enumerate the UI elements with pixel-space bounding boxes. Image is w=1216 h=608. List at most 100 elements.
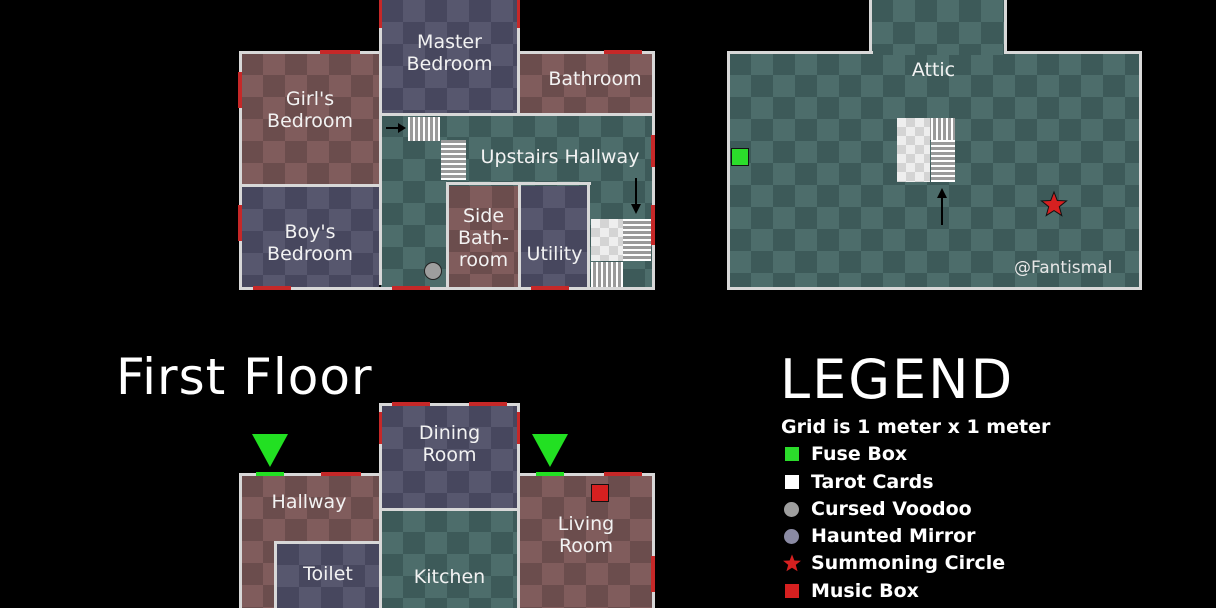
boys-bedroom — [241, 187, 379, 288]
side-door — [536, 472, 564, 476]
window — [379, 412, 382, 444]
wall — [1004, 51, 1142, 54]
wall — [587, 182, 590, 288]
window — [517, 0, 520, 28]
wall — [727, 51, 730, 290]
dining-room — [381, 405, 518, 508]
wall — [381, 508, 518, 511]
room-label-kitchen: Kitchen — [413, 566, 486, 588]
wall — [727, 51, 873, 54]
side-bathroom — [448, 186, 519, 288]
summoning-circle-legend-icon — [783, 554, 801, 572]
wall — [652, 51, 655, 290]
legend-item-label: Summoning Circle — [811, 552, 1006, 574]
fuse-box-icon — [731, 148, 749, 166]
stairs-landing — [591, 219, 623, 261]
attic-room-upper — [871, 0, 1006, 55]
wall — [727, 287, 1142, 290]
wall — [1139, 51, 1142, 290]
bathroom — [520, 53, 652, 113]
window — [604, 472, 642, 476]
summoning-circle-icon — [1040, 190, 1068, 217]
window — [651, 556, 655, 592]
stairs-arrow-icon — [386, 123, 406, 133]
stairs — [408, 117, 440, 141]
wall — [869, 0, 872, 54]
window — [321, 472, 361, 476]
legend-item-label: Haunted Mirror — [811, 525, 976, 547]
legend-item-label: Tarot Cards — [811, 471, 934, 493]
window — [469, 402, 507, 406]
wall — [239, 287, 655, 290]
room-label-boys-bedroom: Boy's Bedroom — [267, 221, 353, 265]
stairs-landing — [897, 118, 930, 182]
room-label-master-bedroom: Master Bedroom — [406, 31, 493, 75]
front-door — [256, 472, 284, 476]
entrance-marker-icon — [252, 434, 288, 467]
wall — [446, 182, 449, 288]
window — [253, 286, 291, 290]
stairs — [441, 140, 466, 180]
utility — [521, 186, 588, 288]
room-label-bathroom: Bathroom — [548, 68, 642, 90]
author-credit: @Fantismal — [1014, 258, 1113, 278]
wall — [379, 0, 382, 285]
room-label-attic: Attic — [911, 59, 956, 81]
room-label-side-bathroom: Side Bath- room — [457, 205, 510, 271]
legend-item-label: Fuse Box — [811, 443, 908, 465]
fuse-box-legend-icon — [785, 447, 799, 461]
wall — [274, 541, 277, 608]
legend-title: LEGEND — [780, 348, 1015, 411]
window — [651, 135, 655, 167]
window — [392, 402, 430, 406]
window — [379, 0, 382, 28]
toilet — [277, 543, 379, 608]
wall — [239, 51, 242, 290]
window — [604, 50, 642, 54]
cursed-voodoo-icon — [424, 262, 442, 280]
legend-item-label: Cursed Voodoo — [811, 498, 972, 520]
stairs-arrow-icon — [937, 188, 947, 225]
window — [651, 205, 655, 245]
room-label-girls-bedroom: Girl's Bedroom — [267, 88, 353, 132]
wall — [517, 403, 520, 608]
music-box-icon — [591, 484, 609, 502]
wall — [518, 182, 521, 288]
room-label-dining-room: Dining Room — [418, 422, 481, 466]
room-label-upstairs-hallway: Upstairs Hallway — [480, 146, 640, 168]
wall — [379, 403, 382, 608]
wall — [239, 184, 381, 187]
wall — [517, 0, 520, 116]
stairs — [931, 140, 955, 182]
girls-bedroom — [241, 53, 379, 185]
tarot-cards-legend-icon — [785, 475, 799, 489]
wall — [1004, 0, 1007, 54]
window — [320, 50, 360, 54]
kitchen — [381, 510, 518, 608]
master-bedroom — [381, 0, 518, 113]
entrance-marker-icon — [532, 434, 568, 467]
music-box-legend-icon — [785, 584, 799, 598]
wall — [239, 473, 382, 476]
first-floor-title: First Floor — [116, 348, 373, 406]
legend-item-label: Music Box — [811, 580, 919, 602]
wall — [274, 541, 381, 544]
wall — [518, 473, 655, 476]
wall — [381, 113, 652, 116]
window — [517, 412, 520, 444]
window — [238, 72, 242, 108]
wall — [518, 51, 654, 54]
wall — [379, 403, 520, 406]
window — [392, 286, 430, 290]
window — [531, 286, 569, 290]
cursed-voodoo-legend-icon — [784, 502, 799, 517]
room-label-living-room: Living Room — [557, 513, 615, 557]
stairs — [591, 262, 623, 287]
wall — [239, 473, 242, 608]
room-label-toilet: Toilet — [303, 563, 353, 585]
stairs — [623, 219, 651, 261]
wall — [652, 473, 655, 608]
window — [238, 205, 242, 241]
haunted-mirror-legend-icon — [784, 529, 799, 544]
wall — [239, 51, 382, 54]
